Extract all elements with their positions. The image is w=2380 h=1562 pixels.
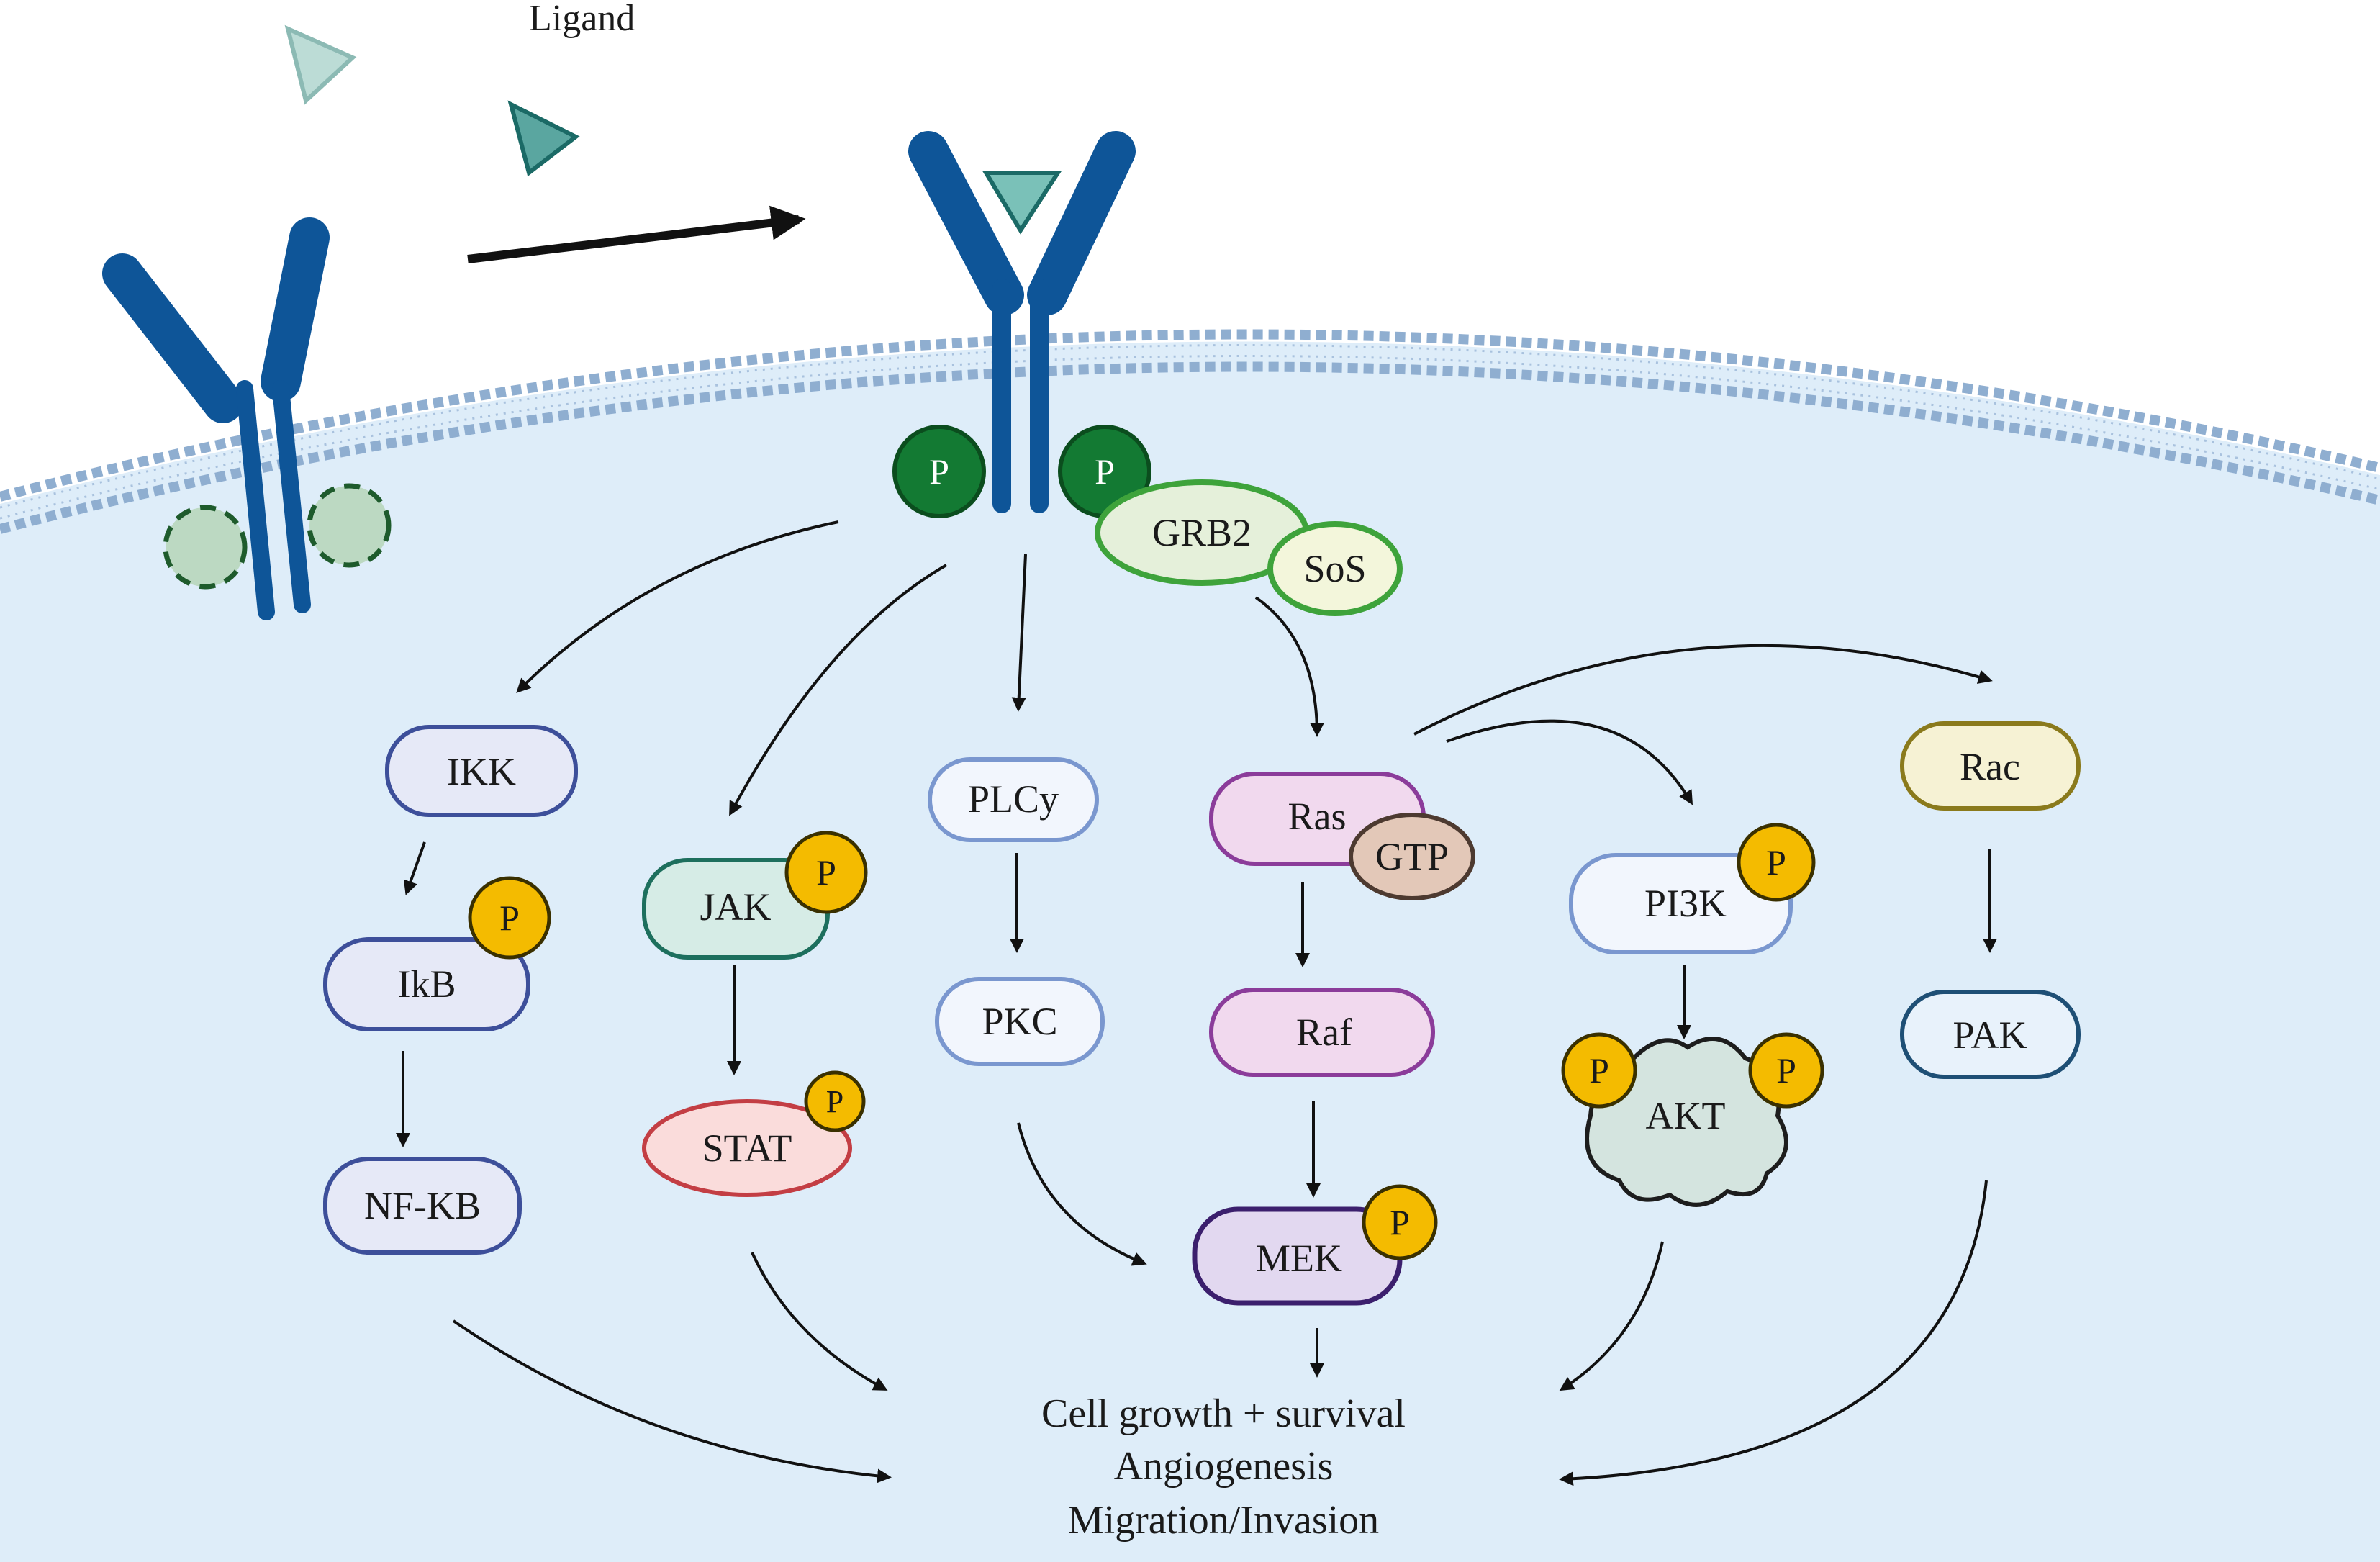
arrow-ikk-ikb	[403, 841, 426, 895]
arrow-ras-rac	[1413, 644, 1993, 736]
svg-text:JAK: JAK	[700, 885, 771, 929]
svg-text:GTP: GTP	[1375, 835, 1449, 878]
svg-text:SoS: SoS	[1303, 547, 1366, 590]
outcome-angiogenesis: Angiogenesis	[1114, 1444, 1334, 1489]
gtp-node: GTP	[1349, 813, 1475, 900]
bound-ligand	[982, 171, 1062, 235]
svg-text:Ras: Ras	[1288, 795, 1347, 838]
arrow-stat-outcome	[751, 1252, 888, 1391]
ligand-triangle-1	[284, 24, 357, 105]
svg-text:STAT: STAT	[702, 1127, 792, 1170]
arrow-nfkb-outcome	[452, 1319, 892, 1484]
arrow-receptor-ikk	[516, 520, 839, 693]
ikk-node: IKK	[385, 725, 578, 817]
ikb-phospho: P	[468, 876, 551, 960]
arrow-pak-outcome	[1559, 1180, 1988, 1486]
mek-phospho: P	[1362, 1184, 1438, 1260]
pi3k-phospho: P	[1737, 823, 1816, 902]
rac-node: Rac	[1900, 721, 2081, 811]
plcy-node: PLCy	[928, 757, 1099, 842]
receptor-phospho-left: P	[892, 425, 986, 518]
svg-text:Raf: Raf	[1296, 1011, 1352, 1054]
raf-node: Raf	[1209, 988, 1435, 1077]
svg-text:P: P	[1776, 1050, 1796, 1091]
svg-text:PKC: PKC	[982, 1000, 1057, 1043]
akt-phospho-left: P	[1561, 1032, 1637, 1109]
active-receptor	[908, 131, 1136, 513]
pkc-node: PKC	[935, 977, 1105, 1066]
arrow-ras-pi3k	[1446, 719, 1693, 805]
jak-phospho: P	[784, 831, 868, 914]
akt-node: AKT	[1585, 1037, 1788, 1207]
pak-node: PAK	[1900, 990, 2081, 1079]
activation-arrow	[467, 205, 806, 263]
svg-text:MEK: MEK	[1256, 1237, 1342, 1280]
svg-text:P: P	[1095, 451, 1115, 492]
ligand-triangle-2	[507, 100, 580, 177]
svg-text:NF-KB: NF-KB	[364, 1184, 481, 1227]
stat-node: STAT	[642, 1099, 852, 1197]
svg-text:IkB: IkB	[398, 962, 456, 1006]
svg-text:P: P	[1766, 842, 1786, 882]
pi3k-node: PI3K	[1569, 853, 1793, 954]
akt-phospho-right: P	[1748, 1032, 1824, 1109]
svg-text:P: P	[1589, 1050, 1609, 1091]
svg-text:P: P	[499, 898, 520, 938]
svg-text:GRB2: GRB2	[1152, 511, 1252, 554]
svg-text:P: P	[1390, 1202, 1410, 1242]
svg-text:PI3K: PI3K	[1644, 882, 1727, 925]
ikb-node: IkB	[323, 937, 530, 1031]
arrow-akt-outcome	[1559, 1241, 1664, 1391]
nfkb-node: NF-KB	[323, 1157, 522, 1255]
ligand-label: Ligand	[529, 0, 635, 39]
svg-text:P: P	[929, 451, 949, 492]
arrow-receptor-jak	[729, 564, 947, 816]
svg-text:PAK: PAK	[1953, 1014, 2027, 1057]
outcomes: Cell growth + survival Angiogenesis Migr…	[1041, 1391, 1406, 1543]
svg-text:AKT: AKT	[1646, 1094, 1726, 1137]
pathway-arrows	[396, 520, 1997, 1486]
stat-phospho: P	[804, 1070, 866, 1132]
dimerization-site-left	[163, 505, 248, 590]
inactive-receptor	[102, 217, 392, 620]
arrow-receptor-plcy	[1011, 554, 1027, 712]
outcome-migration: Migration/Invasion	[1068, 1498, 1379, 1543]
sos-node: SoS	[1267, 521, 1403, 616]
svg-text:IKK: IKK	[447, 750, 516, 793]
jak-node: JAK	[642, 858, 830, 960]
svg-text:PLCy: PLCy	[968, 777, 1059, 821]
svg-text:P: P	[816, 852, 836, 893]
arrow-pkc-mek	[1017, 1122, 1147, 1266]
svg-text:Rac: Rac	[1960, 745, 2020, 788]
svg-text:P: P	[826, 1084, 843, 1119]
dimerization-site-right	[307, 483, 392, 568]
outcome-cell-growth: Cell growth + survival	[1041, 1391, 1406, 1436]
cell-membrane	[0, 329, 2380, 534]
arrow-sos-ras	[1254, 596, 1324, 737]
